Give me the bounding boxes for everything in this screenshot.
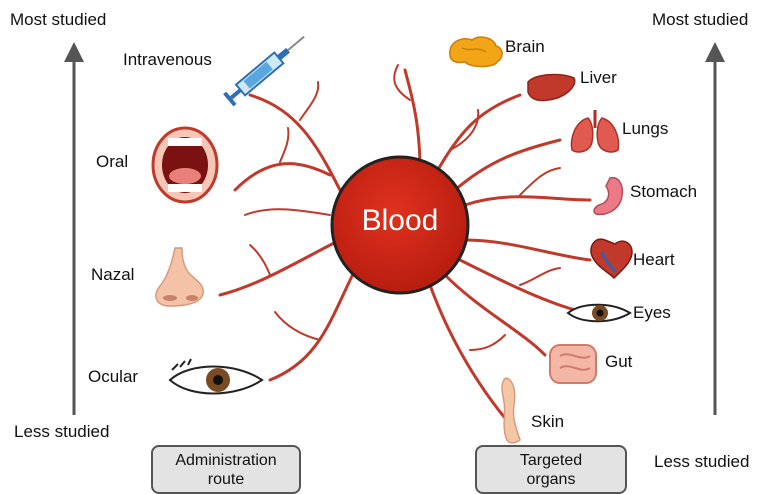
administration-route-line2: route: [153, 470, 299, 489]
targeted-organs-box: Targeted organs: [475, 445, 627, 494]
liver-icon: [528, 75, 575, 101]
organ-label-stomach: Stomach: [630, 182, 697, 202]
organ-label-heart: Heart: [633, 250, 675, 270]
organ-label-liver: Liver: [580, 68, 617, 88]
lungs-icon: [572, 110, 619, 152]
stomach-icon: [594, 178, 622, 215]
left-axis-bottom-label: Less studied: [14, 422, 109, 442]
heart-icon: [591, 239, 632, 278]
eye-icon-organ: [568, 305, 630, 322]
syringe-icon: [223, 31, 309, 107]
gut-icon: [550, 345, 596, 383]
organ-label-brain: Brain: [505, 37, 545, 57]
right-axis-top-label: Most studied: [652, 10, 748, 30]
left-axis-top-label: Most studied: [10, 10, 106, 30]
skin-icon: [502, 378, 520, 443]
organ-label-lungs: Lungs: [622, 119, 668, 139]
blood-label: Blood: [334, 203, 466, 239]
route-label-nazal: Nazal: [91, 265, 134, 285]
organ-label-gut: Gut: [605, 352, 632, 372]
right-axis-bottom-label: Less studied: [654, 452, 749, 472]
administration-route-line1: Administration: [153, 451, 299, 470]
route-label-ocular: Ocular: [88, 367, 138, 387]
nose-icon: [156, 248, 203, 306]
organ-label-skin: Skin: [531, 412, 564, 432]
eye-icon-ocular: [170, 359, 262, 394]
route-label-oral: Oral: [96, 152, 128, 172]
targeted-organs-line2: organs: [477, 470, 625, 489]
left-axis-arrow: [64, 42, 84, 415]
right-axis-arrow: [705, 42, 725, 415]
targeted-organs-line1: Targeted: [477, 451, 625, 470]
route-label-intravenous: Intravenous: [123, 50, 212, 70]
mouth-icon: [153, 128, 217, 202]
brain-icon: [450, 37, 502, 66]
administration-route-box: Administration route: [151, 445, 301, 494]
organ-label-eyes: Eyes: [633, 303, 671, 323]
